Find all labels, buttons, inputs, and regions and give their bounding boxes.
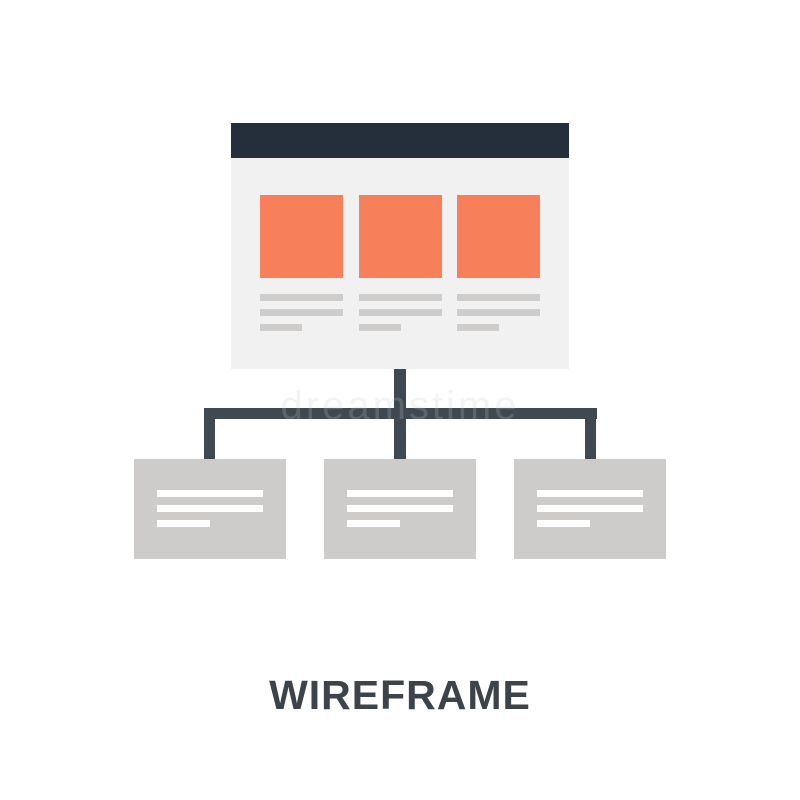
content-column-1 [260,195,343,331]
text-line-short [457,324,499,331]
text-line [260,294,343,301]
text-line [537,505,643,512]
browser-title-bar [231,123,569,158]
text-line-short [359,324,401,331]
text-line-short [537,520,590,527]
caption-title: WIREFRAME [269,672,531,718]
image-placeholder [260,195,343,278]
text-line [359,309,442,316]
text-line [457,294,540,301]
text-line [260,309,343,316]
browser-window [231,123,569,369]
child-card-right [514,459,666,559]
connector-vertical-right [585,408,596,459]
content-column-3 [457,195,540,331]
sitemap-connectors [204,368,597,459]
text-line [347,505,453,512]
image-placeholder [359,195,442,278]
child-card-center [324,459,476,559]
text-line-short [157,520,210,527]
text-line [347,490,453,497]
connector-horizontal [204,408,597,419]
connector-vertical-left [204,408,215,459]
content-column-2 [359,195,442,331]
text-line-short [347,520,400,527]
text-line [359,294,442,301]
text-line [157,505,263,512]
image-placeholder [457,195,540,278]
text-line-short [260,324,302,331]
child-card-left [134,459,286,559]
text-line [157,490,263,497]
text-line [537,490,643,497]
text-line [457,309,540,316]
